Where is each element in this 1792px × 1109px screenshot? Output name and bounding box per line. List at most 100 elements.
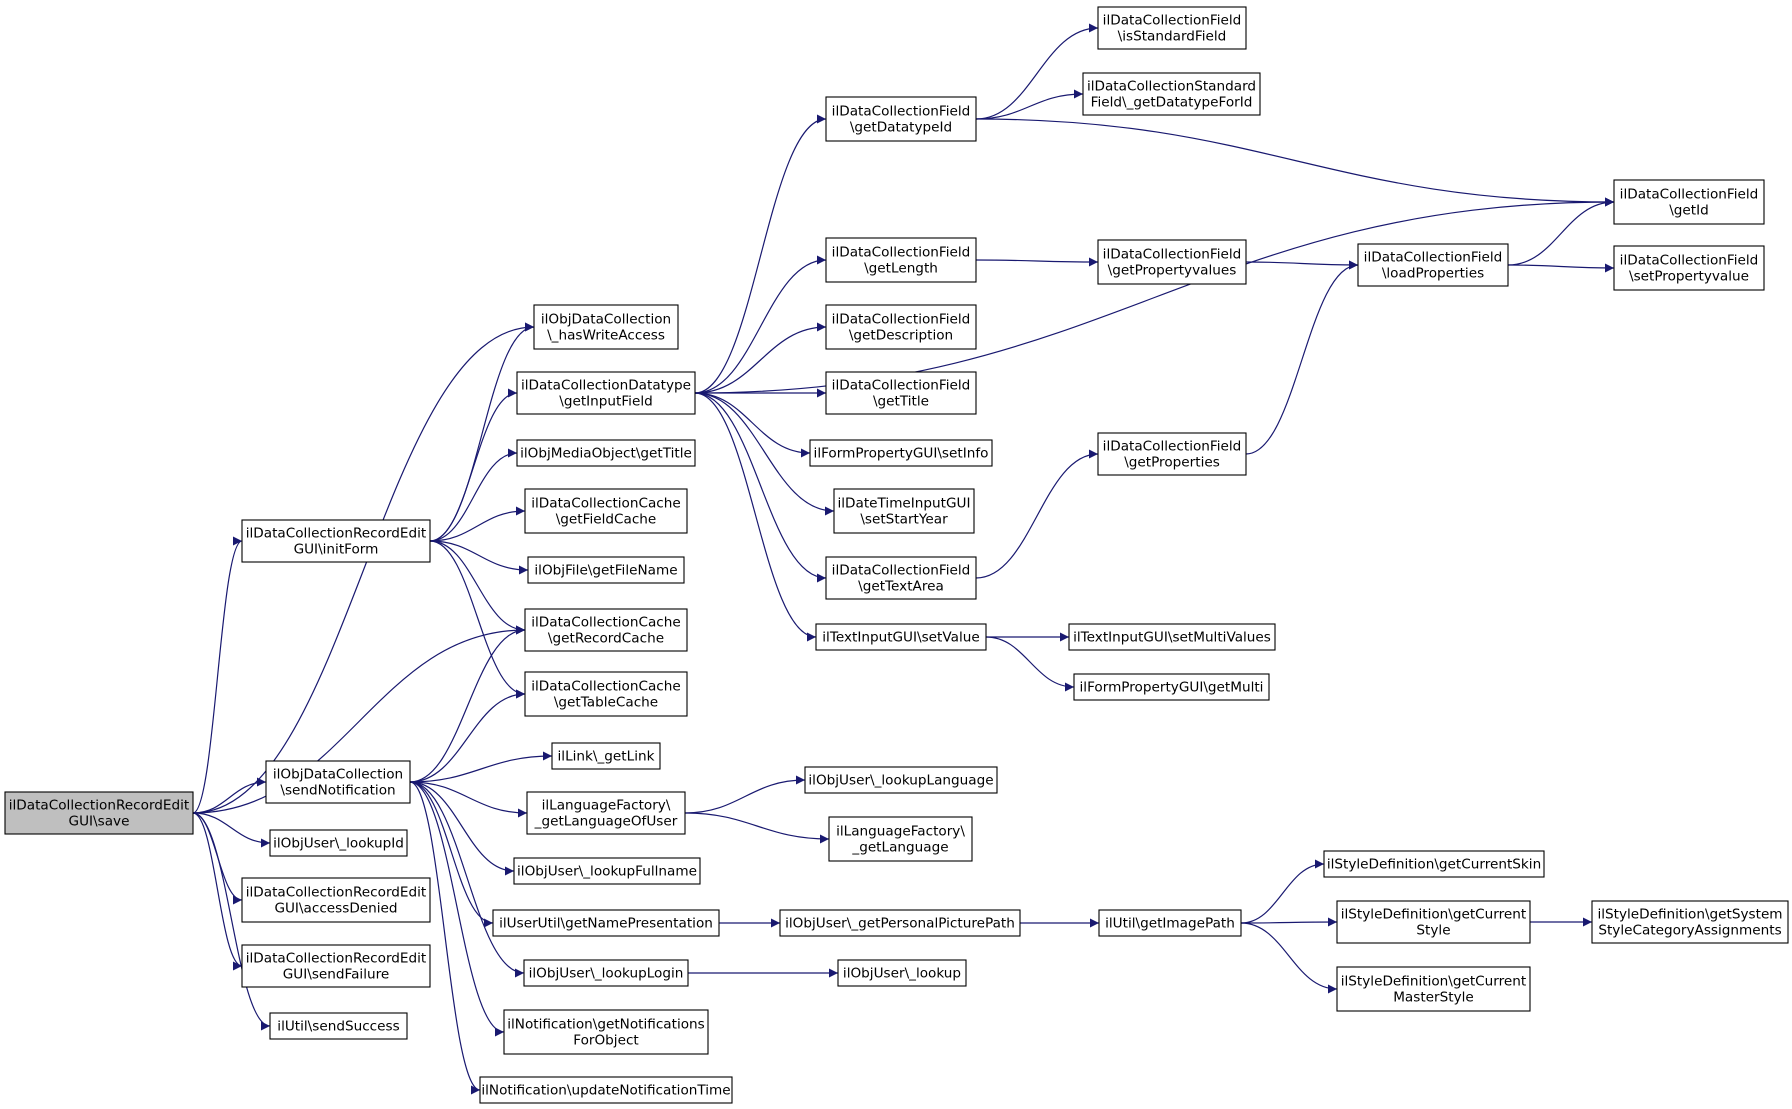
function-node-getImagePath[interactable]: ilUtil\getImagePath bbox=[1098, 909, 1242, 937]
function-node-getLink[interactable]: ilLink\_getLink bbox=[551, 742, 661, 770]
call-edge-getImagePath-to-getCurrentMasterStyle bbox=[1240, 922, 1338, 994]
function-node-label: ilDateTimeInputGUI bbox=[837, 496, 970, 512]
function-node-setMultiValues[interactable]: ilTextInputGUI\setMultiValues bbox=[1068, 623, 1276, 651]
function-node-sendFailure[interactable]: ilDataCollectionRecordEditGUI\sendFailur… bbox=[241, 944, 431, 988]
function-node-getId[interactable]: ilDataCollectionField\getId bbox=[1613, 179, 1765, 225]
function-node-getCurrentSkin[interactable]: ilStyleDefinition\getCurrentSkin bbox=[1323, 850, 1545, 878]
call-edge-sendNotification-to-getLink bbox=[409, 751, 553, 783]
function-node-label: \getPropertyvalues bbox=[1108, 263, 1237, 279]
function-node-getTableCache[interactable]: ilDataCollectionCache\getTableCache bbox=[524, 671, 688, 717]
function-node-label: ilDataCollectionCache bbox=[531, 679, 681, 695]
function-node-accessDenied[interactable]: ilDataCollectionRecordEditGUI\accessDeni… bbox=[241, 877, 431, 923]
function-node-label: ilDataCollectionField bbox=[1364, 250, 1503, 266]
function-node-sendNotification[interactable]: ilObjDataCollection\sendNotification bbox=[265, 760, 411, 804]
function-node-label: GUI\save bbox=[69, 814, 130, 830]
call-edge-sendNotification-to-getRecordCache bbox=[409, 625, 526, 783]
function-node-getNamePresentation[interactable]: ilUserUtil\getNamePresentation bbox=[492, 909, 720, 937]
function-node-label: ilDataCollectionField bbox=[832, 312, 971, 328]
function-node-setStartYear[interactable]: ilDateTimeInputGUI\setStartYear bbox=[833, 488, 975, 534]
call-edge-save-to-initForm bbox=[192, 536, 243, 814]
function-node-lookupLogin[interactable]: ilObjUser\_lookupLogin bbox=[523, 959, 689, 987]
call-edge-initForm-to-mediaGetTitle bbox=[429, 448, 518, 542]
function-node-updateNotificationTime[interactable]: ilNotification\updateNotificationTime bbox=[479, 1076, 733, 1104]
function-node-label: Style bbox=[1416, 923, 1450, 939]
call-edge-sendNotification-to-updateNotificationTime bbox=[409, 781, 481, 1095]
function-node-label: GUI\sendFailure bbox=[283, 967, 390, 983]
function-node-getProperties[interactable]: ilDataCollectionField\getProperties bbox=[1097, 432, 1247, 476]
function-node-label: StyleCategoryAssignments bbox=[1598, 923, 1781, 939]
function-node-label: ilObjUser\_lookupLanguage bbox=[808, 773, 993, 789]
function-node-label: ilStyleDefinition\getCurrent bbox=[1341, 974, 1526, 990]
function-node-getPropertyvalues[interactable]: ilDataCollectionField\getPropertyvalues bbox=[1097, 239, 1247, 285]
function-node-lookup[interactable]: ilObjUser\_lookup bbox=[837, 959, 967, 987]
function-node-label: ilDataCollectionField bbox=[832, 245, 971, 261]
function-node-setValue[interactable]: ilTextInputGUI\setValue bbox=[815, 623, 987, 651]
function-node-label: Field\_getDatatypeForId bbox=[1091, 95, 1253, 111]
call-edge-loadProperties-to-setPropertyvalue bbox=[1507, 263, 1615, 273]
function-node-label: \setStartYear bbox=[860, 512, 948, 528]
function-node-label: ilUserUtil\getNamePresentation bbox=[499, 916, 713, 932]
call-edge-sendNotification-to-getNotificationsForObject bbox=[409, 781, 505, 1037]
function-node-getFieldCache[interactable]: ilDataCollectionCache\getFieldCache bbox=[524, 488, 688, 534]
function-node-getMulti[interactable]: ilFormPropertyGUI\getMulti bbox=[1073, 673, 1270, 701]
call-edge-getInputField-to-setValue bbox=[694, 392, 817, 642]
function-node-label: GUI\initForm bbox=[294, 542, 379, 558]
function-node-getDatatypeForId[interactable]: ilDataCollectionStandardField\_getDataty… bbox=[1082, 72, 1261, 116]
function-node-lookupLanguage[interactable]: ilObjUser\_lookupLanguage bbox=[804, 766, 998, 794]
function-node-label: ilUtil\sendSuccess bbox=[277, 1019, 399, 1035]
function-node-label: \getProperties bbox=[1124, 455, 1220, 471]
function-node-label: ilDataCollectionField bbox=[1620, 253, 1759, 269]
function-node-label: \getLength bbox=[864, 261, 938, 277]
call-edge-getImagePath-to-getCurrentStyle bbox=[1240, 917, 1338, 927]
function-node-getDatatypeId[interactable]: ilDataCollectionField\getDatatypeId bbox=[825, 96, 977, 142]
call-edge-getInputField-to-getLength bbox=[694, 255, 827, 394]
function-node-label: ilObjFile\getFileName bbox=[534, 563, 677, 579]
call-edge-initForm-to-hasWriteAccess bbox=[429, 322, 535, 542]
function-node-label: ilDataCollectionRecordEdit bbox=[9, 798, 190, 814]
function-node-getFileName[interactable]: ilObjFile\getFileName bbox=[527, 556, 685, 584]
function-node-lookupId[interactable]: ilObjUser\_lookupId bbox=[269, 829, 408, 857]
function-node-label: ilObjUser\_lookupLogin bbox=[529, 966, 684, 982]
function-node-label: \getId bbox=[1669, 203, 1709, 219]
function-node-setInfo[interactable]: ilFormPropertyGUI\setInfo bbox=[809, 439, 993, 467]
function-node-getLanguage[interactable]: ilLanguageFactory\_getLanguage bbox=[828, 816, 973, 862]
function-node-label: \getDescription bbox=[849, 328, 953, 344]
call-edge-initForm-to-getFieldCache bbox=[429, 506, 526, 542]
function-node-label: ilDataCollectionCache bbox=[531, 615, 681, 631]
function-node-mediaGetTitle[interactable]: ilObjMediaObject\getTitle bbox=[516, 439, 696, 467]
function-node-getSystemStyleCategoryAssignments[interactable]: ilStyleDefinition\getSystemStyleCategory… bbox=[1591, 900, 1789, 944]
function-node-getDescription[interactable]: ilDataCollectionField\getDescription bbox=[825, 304, 977, 350]
function-node-label: \isStandardField bbox=[1118, 29, 1227, 45]
function-node-getPersonalPicturePath[interactable]: ilObjUser\_getPersonalPicturePath bbox=[779, 909, 1021, 937]
call-edge-save-to-lookupId bbox=[192, 812, 271, 848]
function-node-label: \setPropertyvalue bbox=[1629, 269, 1749, 285]
function-node-getLength[interactable]: ilDataCollectionField\getLength bbox=[825, 237, 977, 283]
function-node-fieldGetTitle[interactable]: ilDataCollectionField\getTitle bbox=[825, 371, 977, 415]
function-node-hasWriteAccess[interactable]: ilObjDataCollection\_hasWriteAccess bbox=[533, 304, 679, 350]
call-edge-initForm-to-getRecordCache bbox=[429, 540, 526, 635]
function-node-label: ilDataCollectionRecordEdit bbox=[246, 885, 427, 901]
function-node-sendSuccess[interactable]: ilUtil\sendSuccess bbox=[269, 1012, 408, 1040]
call-edge-getLanguageOfUser-to-lookupLanguage bbox=[684, 775, 806, 814]
function-node-getInputField[interactable]: ilDataCollectionDatatype\getInputField bbox=[516, 371, 696, 415]
call-edge-getInputField-to-getTextArea bbox=[694, 392, 827, 583]
function-node-label: ilDataCollectionField bbox=[1620, 187, 1759, 203]
function-node-getRecordCache[interactable]: ilDataCollectionCache\getRecordCache bbox=[524, 608, 688, 652]
function-node-loadProperties[interactable]: ilDataCollectionField\loadProperties bbox=[1357, 243, 1509, 287]
call-edge-getInputField-to-setStartYear bbox=[694, 392, 835, 516]
function-node-isStandardField[interactable]: ilDataCollectionField\isStandardField bbox=[1097, 6, 1247, 50]
function-node-label: ilDataCollectionField bbox=[1103, 439, 1242, 455]
function-node-setPropertyvalue[interactable]: ilDataCollectionField\setPropertyvalue bbox=[1613, 245, 1765, 291]
function-node-lookupFullname[interactable]: ilObjUser\_lookupFullname bbox=[513, 857, 701, 885]
function-node-getTextArea[interactable]: ilDataCollectionField\getTextArea bbox=[825, 556, 977, 600]
function-node-label: ilDataCollectionRecordEdit bbox=[246, 951, 427, 967]
function-node-getLanguageOfUser[interactable]: ilLanguageFactory\_getLanguageOfUser bbox=[526, 791, 686, 835]
function-node-label: \loadProperties bbox=[1382, 266, 1484, 282]
function-node-label: ilDataCollectionField bbox=[1103, 13, 1242, 29]
